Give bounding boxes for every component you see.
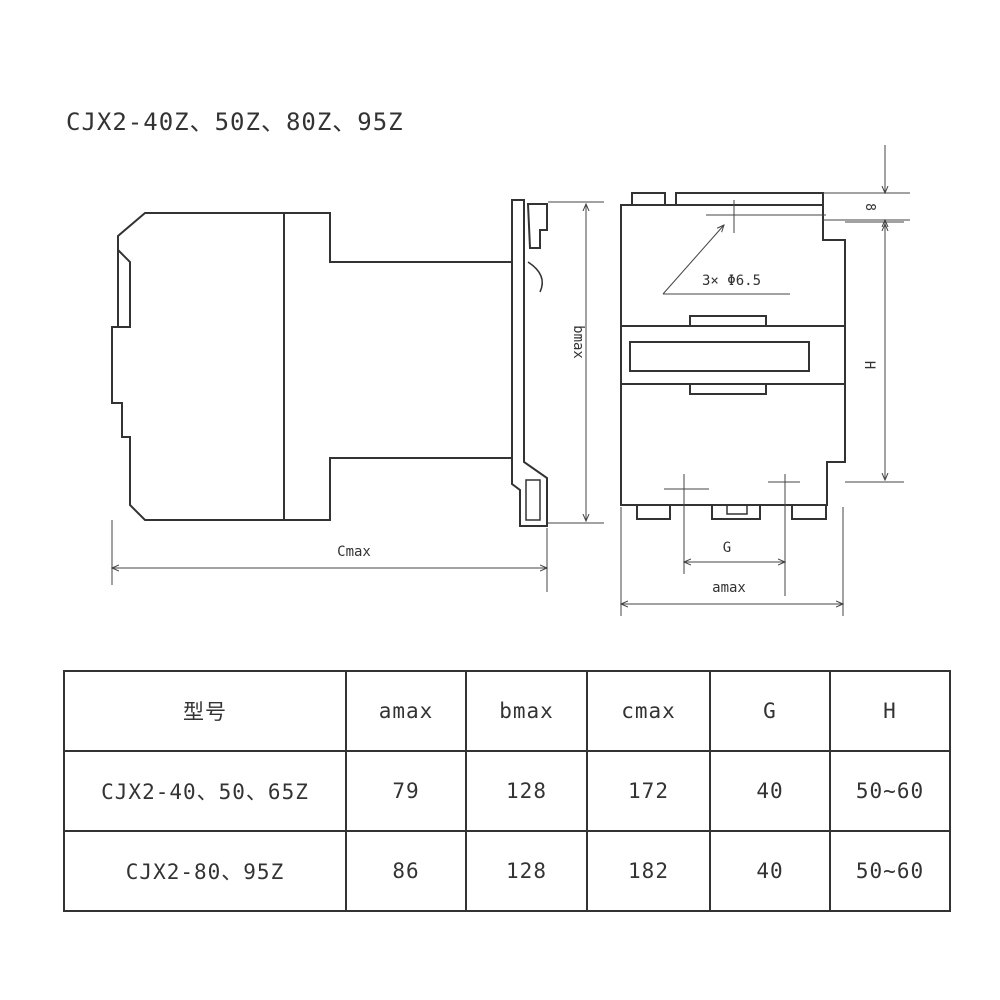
- cell-bmax: 128: [465, 750, 588, 832]
- h-label: H: [861, 361, 877, 369]
- cell-bmax: 128: [465, 830, 588, 912]
- table-row: CJX2-40、50、65Z 79 128 172 40 50~60: [63, 750, 951, 832]
- front-window: [629, 341, 810, 372]
- side-body-outline: [111, 212, 513, 521]
- cell-g: 40: [709, 830, 831, 912]
- h-dimension: [845, 221, 904, 483]
- cmax-label: Cmax: [337, 544, 371, 560]
- holes-label: 3× Φ6.5: [702, 273, 761, 289]
- cell-g: 40: [709, 750, 831, 832]
- spec-table: 型号 amax bmax cmax G H CJX2-40、50、65Z 79 …: [63, 670, 951, 912]
- header-g: G: [709, 670, 831, 752]
- cell-cmax: 182: [586, 830, 711, 912]
- offset-label: 8: [862, 203, 877, 211]
- offset-dimension: [823, 145, 910, 238]
- cell-amax: 86: [345, 830, 467, 912]
- amax-label: amax: [712, 580, 746, 596]
- cell-model: CJX2-80、95Z: [63, 830, 347, 912]
- g-label: G: [723, 540, 731, 556]
- bottom-foot-left: [636, 505, 671, 520]
- page-title: CJX2-40Z、50Z、80Z、95Z: [66, 108, 404, 136]
- cell-cmax: 172: [586, 750, 711, 832]
- cell-model: CJX2-40、50、65Z: [63, 750, 347, 832]
- header-model: 型号: [63, 670, 347, 752]
- header-cmax: cmax: [586, 670, 711, 752]
- bottom-foot-right: [791, 505, 827, 520]
- cmax-dimension: [112, 520, 547, 592]
- top-tab-left: [631, 192, 666, 205]
- bmax-dimension: [548, 201, 604, 524]
- bottom-foot-center: [711, 505, 761, 520]
- header-h: H: [829, 670, 951, 752]
- side-rail: [511, 199, 548, 527]
- dimension-drawing: Cmax bmax 3× Φ6.5: [111, 145, 910, 616]
- front-view: [620, 192, 846, 520]
- bmax-label: bmax: [570, 325, 586, 359]
- header-bmax: bmax: [465, 670, 588, 752]
- cell-amax: 79: [345, 750, 467, 832]
- cell-h: 50~60: [829, 750, 951, 832]
- side-view: [111, 199, 548, 527]
- top-tab-right: [675, 192, 824, 205]
- holes-leader: [662, 200, 826, 295]
- front-body-outline: [620, 204, 846, 506]
- table-row: CJX2-80、95Z 86 128 182 40 50~60: [63, 830, 951, 912]
- g-dimension: [664, 474, 800, 596]
- table-header-row: 型号 amax bmax cmax G H: [63, 670, 951, 752]
- header-amax: amax: [345, 670, 467, 752]
- amax-dimension: [621, 507, 843, 616]
- cell-h: 50~60: [829, 830, 951, 912]
